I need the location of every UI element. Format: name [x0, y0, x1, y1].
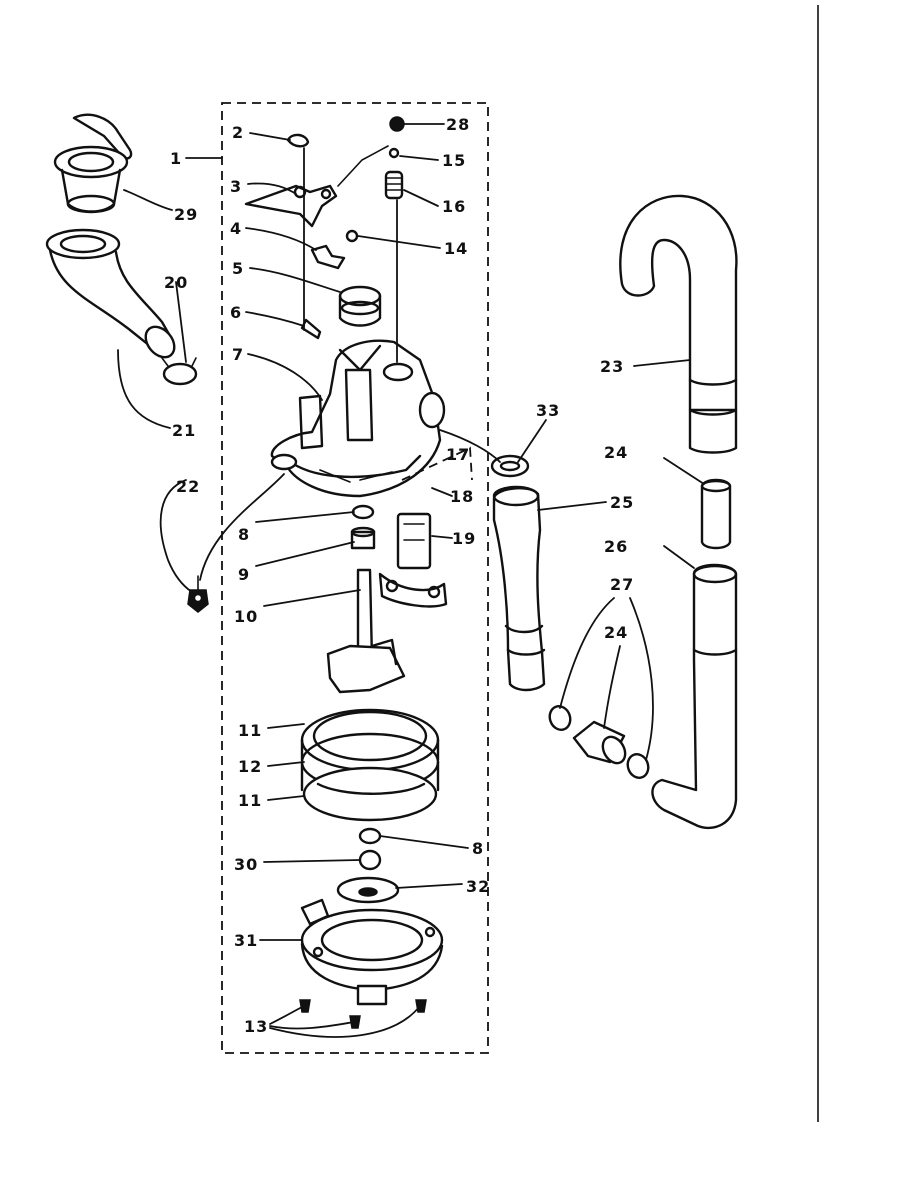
assembly-boundary	[221, 102, 489, 1054]
callout-23: 23	[600, 357, 624, 376]
callout-10: 10	[234, 607, 258, 626]
callout-21: 21	[172, 421, 196, 440]
callout-6: 6	[230, 303, 242, 322]
callout-13: 13	[244, 1017, 268, 1036]
part-28-knob	[389, 116, 405, 132]
callout-22: 22	[176, 477, 200, 496]
part-27-clamps	[548, 705, 650, 779]
callout-26: 26	[604, 537, 628, 556]
part-22-screw	[187, 575, 209, 613]
part-15-spring-wire	[337, 145, 400, 187]
callout-15: 15	[442, 151, 466, 170]
callout-27: 27	[610, 575, 634, 594]
part-32-diaphragm	[336, 876, 400, 904]
callout-11-upper: 11	[238, 721, 262, 740]
callout-3: 3	[230, 177, 242, 196]
part-24-connector-lower	[572, 720, 627, 765]
callout-30: 30	[234, 855, 258, 874]
part-20-clamp	[161, 357, 198, 386]
callout-9: 9	[238, 565, 250, 584]
callout-labels: 1 2 3 4 5 6 7 28 15 16 14 17 18 19 29 20…	[164, 115, 634, 1036]
callout-29: 29	[174, 205, 198, 224]
callout-33: 33	[536, 401, 560, 420]
part-10-shaft	[326, 568, 406, 694]
part-8-seal-lower	[358, 827, 382, 845]
callout-4: 4	[230, 219, 242, 238]
callout-20: 20	[164, 273, 188, 292]
callout-17: 17	[446, 445, 470, 464]
part-23-j-hose	[619, 194, 738, 454]
callout-24-lower: 24	[604, 623, 628, 642]
callout-19: 19	[452, 529, 476, 548]
part-17-19-switch-assembly	[378, 446, 473, 608]
part-14-washer	[345, 229, 359, 243]
part-31-pump-base	[300, 898, 444, 1006]
callout-5: 5	[232, 259, 244, 278]
callout-14: 14	[444, 239, 468, 258]
part-21-elbow-hose	[45, 228, 176, 359]
part-5-pulley	[338, 285, 382, 327]
callout-18: 18	[450, 487, 474, 506]
part-24-connector-upper	[700, 478, 732, 550]
callout-11-lower: 11	[238, 791, 262, 810]
callout-2: 2	[232, 123, 244, 142]
callout-28: 28	[446, 115, 470, 134]
part-29-flange	[53, 113, 133, 214]
part-8-seal-upper	[351, 504, 375, 520]
part-2-clip	[286, 133, 310, 148]
leader-lines	[117, 123, 705, 1038]
part-9-bearing	[350, 526, 376, 550]
callout-7: 7	[232, 345, 244, 364]
callout-8-upper: 8	[238, 525, 250, 544]
callout-31: 31	[234, 931, 258, 950]
part-25-hose	[492, 485, 546, 692]
part-26-hose-lower	[651, 563, 738, 830]
part-4-bracket	[310, 244, 346, 270]
part-7-pump-housing	[270, 339, 446, 498]
callout-25: 25	[610, 493, 634, 512]
callout-16: 16	[442, 197, 466, 216]
callout-32: 32	[466, 877, 490, 896]
callout-8-lower: 8	[472, 839, 484, 858]
part-3-lever	[244, 184, 338, 228]
callout-24-upper: 24	[604, 443, 628, 462]
part-11-12-impeller	[300, 708, 440, 822]
part-30-ball	[358, 849, 382, 871]
callout-1: 1	[170, 149, 182, 168]
callout-12: 12	[238, 757, 262, 776]
part-16-spring	[384, 170, 404, 200]
